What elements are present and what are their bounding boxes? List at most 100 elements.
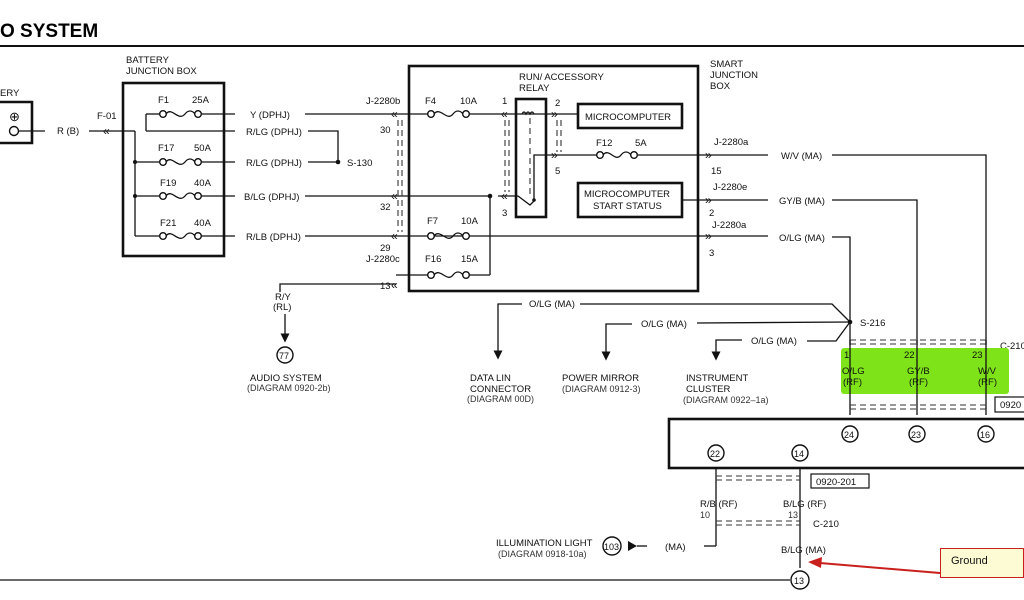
ref-box-0920-label: 0920 [1000,400,1021,411]
run-accessory-relay [514,97,548,219]
ref-16: 16 [977,425,995,443]
battery-junction-box [121,81,226,258]
svg-text:O/LG (MA): O/LG (MA) [529,299,575,310]
relay-pin-5: 5 [555,166,560,177]
svg-text:2: 2 [709,208,714,219]
svg-text:»: » [551,107,558,121]
svg-text:F21: F21 [160,218,176,229]
svg-text:25A: 25A [192,95,210,106]
bjb-label: BATTERY [126,55,170,66]
svg-text:50A: 50A [194,143,212,154]
svg-text:CLUSTER: CLUSTER [686,384,730,395]
svg-text:O/LG (MA): O/LG (MA) [779,233,825,244]
svg-text:23: 23 [972,350,983,361]
svg-text:ILLUMINATION LIGHT: ILLUMINATION LIGHT [496,538,593,549]
page-title: O SYSTEM [0,21,98,42]
fuse-f17: F17 50A [133,143,235,166]
wire-blg-rf: B/LG (RF) [783,499,826,510]
connector-c210-bottom: C-210 [813,519,839,530]
svg-text:«: « [391,278,398,292]
svg-text:(MA): (MA) [665,542,686,553]
svg-text:22: 22 [904,350,915,361]
connector-j2280c: J-2280c [366,254,400,265]
connector-arrows-left: «««« [391,107,398,292]
start-status-label-2: START STATUS [593,201,662,212]
wire-rb-rf: R/B (RF) [700,499,737,510]
svg-text:DATA LIN: DATA LIN [470,373,511,384]
ref-box-0920-201-label: 0920-201 [816,477,856,488]
svg-text:1: 1 [844,350,849,361]
svg-text:103: 103 [604,542,619,552]
microcomputer-box [576,102,684,130]
wire-rlb-dphj: R/LB (DPHJ) [246,232,301,243]
pin-13-c210: 13 [788,510,798,520]
svg-text:J-2280a: J-2280a [712,220,747,231]
wire-rlg-dphj-1: R/LG (DPHJ) [246,127,302,138]
svg-text:(DIAGRAM 0918-10a): (DIAGRAM 0918-10a) [498,549,587,559]
fuse-f19: F19 40A [133,178,235,200]
ground-annotation-arrow [819,562,941,574]
svg-text:24: 24 [844,430,854,440]
svg-text:(RF): (RF) [978,377,997,388]
svg-text:«: « [391,107,398,121]
wire-rlg-dphj-2: R/LG (DPHJ) [246,158,302,169]
c210-pin-22: 22 GY/B (RF) [904,340,930,415]
svg-text:F17: F17 [158,143,174,154]
relay-pin-2: 2 [555,98,560,109]
svg-text:J-2280e: J-2280e [713,182,747,193]
svg-text:GY/B: GY/B [907,366,930,377]
svg-text:23: 23 [911,430,921,440]
branch-power-mirror: O/LG (MA) POWER MIRROR (DIAGRAM 0912-3) [562,319,851,394]
pin-29: 29 [380,243,391,254]
c210-pin-1: 1 O/LG (RF) [842,340,865,415]
svg-text:W/V: W/V [978,366,997,377]
connector-c210-top: C-210 [1000,341,1024,352]
relay-connector-arrows: «« »» [501,107,558,203]
svg-text:»: » [551,148,558,162]
svg-text:J-2280a: J-2280a [714,137,749,148]
relay-switch-icon [498,195,536,206]
svg-text:77: 77 [279,351,289,361]
svg-text:(DIAGRAM 00D): (DIAGRAM 00D) [467,394,534,404]
splice-s216: S-216 [860,318,885,329]
relay-label-2: RELAY [519,83,550,94]
connector-f01-icon: « [103,124,110,138]
svg-text:15: 15 [711,166,722,177]
svg-text:O/LG: O/LG [842,366,865,377]
svg-text:3: 3 [709,248,714,259]
audio-system-branch: R/Y (RL) 77 AUDIO SYSTEM (DIAGRAM 0920-2… [247,292,331,393]
relay-pin-3: 3 [502,208,507,219]
sjb-label: SMART [710,59,743,70]
svg-text:(RL): (RL) [273,302,291,313]
pin-10: 10 [700,510,710,520]
svg-text:«: « [391,229,398,243]
connector-j2280b: J-2280b [366,96,400,107]
svg-text:R/Y: R/Y [275,292,292,303]
microcomputer-label: MICROCOMPUTER [585,112,671,123]
fuse-f12: F12 5A [570,138,710,159]
smart-junction-box [407,64,700,293]
svg-text:10A: 10A [461,216,479,227]
fuse-f7: F7 10A [427,216,479,240]
battery-box [0,100,34,145]
output-gy-b: J-2280e » 2 GY/B (MA) [705,182,918,345]
svg-text:16: 16 [980,430,990,440]
svg-text:10A: 10A [460,96,478,107]
battery-label: ERY [0,88,20,99]
svg-text:(DIAGRAM 0912-3): (DIAGRAM 0912-3) [562,384,641,394]
highlight-c210-pins [841,348,1009,394]
wire-y-dphj: Y (DPHJ) [250,110,290,121]
ref-box-0920 [994,396,1024,413]
ref-14: 14 [791,444,809,462]
c210-pin-23: 23 W/V (RF) [972,340,997,415]
svg-text:W/V (MA): W/V (MA) [781,151,822,162]
svg-text:(DIAGRAM 0920-2b): (DIAGRAM 0920-2b) [247,383,331,393]
relay-label: RUN/ ACCESSORY [519,72,604,83]
connector-f01: F-01 [97,111,117,122]
splice-s130: S-130 [347,158,372,169]
svg-text:AUDIO SYSTEM: AUDIO SYSTEM [250,373,322,384]
splice-s130-dot [335,159,341,165]
output-o-lg: J-2280a » 3 O/LG (MA) [698,220,851,345]
fuse-f4: F4 10A [410,96,578,118]
